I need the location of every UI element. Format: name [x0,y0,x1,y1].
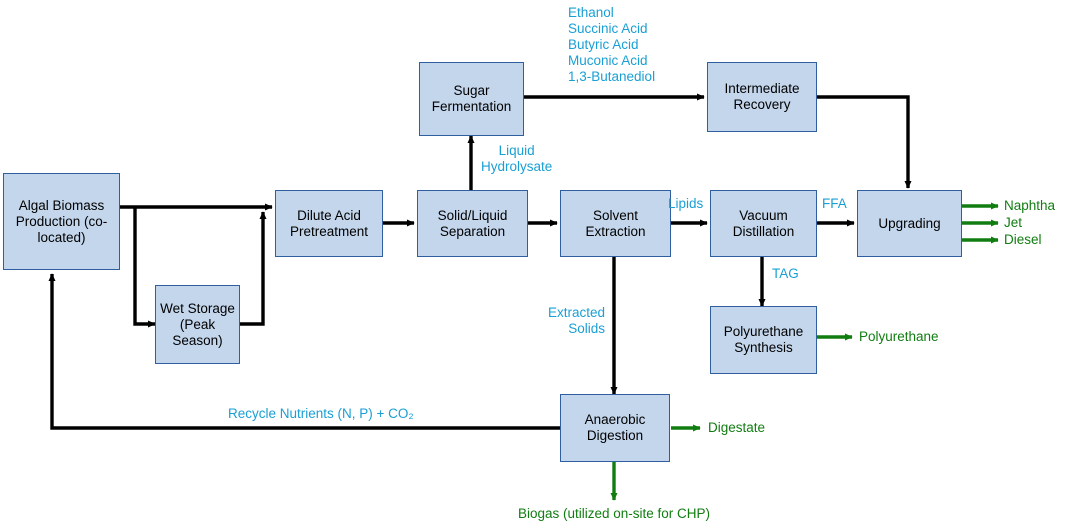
box-dilute-acid-pretreatment[interactable]: Dilute Acid Pretreatment [275,190,383,257]
box-solid-liquid-separation[interactable]: Solid/Liquid Separation [417,190,528,257]
box-label: Sugar Fermentation [431,83,512,114]
label-product-jet: Jet [1004,215,1023,230]
label-extracted-solids: Extracted Solids [547,305,605,336]
box-label: Upgrading [878,215,941,231]
connector-recovery-to-upgrading [817,95,912,189]
box-vacuum-distillation[interactable]: Vacuum Distillation [710,190,817,257]
box-label: Polyurethane Synthesis [723,324,804,355]
box-wet-storage[interactable]: Wet Storage (Peak Season) [155,285,240,364]
label-lipids: Lipids [668,196,704,211]
box-algal-biomass-production[interactable]: Algal Biomass Production (co-located) [3,173,120,270]
box-intermediate-recovery[interactable]: Intermediate Recovery [707,62,817,132]
label-tag: TAG [772,266,799,281]
label-recycle-nutrients: Recycle Nutrients (N, P) + CO₂ [228,406,414,421]
label-product-naphtha: Naphtha [1004,198,1056,213]
connector-wetstorage-to-pretreatment [240,211,267,326]
box-anaerobic-digestion[interactable]: Anaerobic Digestion [560,394,670,462]
box-label: Wet Storage (Peak Season) [160,300,235,348]
label-ffa: FFA [822,196,847,211]
label-liquid-hydrolysate: Liquid Hydrolysate [481,143,553,174]
box-label: Anaerobic Digestion [584,412,646,443]
box-label: Vacuum Distillation [732,207,795,239]
box-label: Intermediate Recovery [724,81,800,112]
box-upgrading[interactable]: Upgrading [857,190,962,257]
process-connectors [48,93,912,430]
box-label: Dilute Acid Pretreatment [289,207,369,239]
label-fermentation-products: Ethanol Succinic Acid Butyric Acid Mucon… [568,5,656,84]
label-product-biogas: Biogas (utilized on-site for CHP) [517,506,711,521]
box-solvent-extraction[interactable]: Solvent Extraction [560,190,671,257]
box-label: Algal Biomass Production (co-located) [15,197,108,245]
label-product-digestate: Digestate [708,420,766,435]
box-polyurethane-synthesis[interactable]: Polyurethane Synthesis [710,306,817,374]
product-connectors [610,202,999,501]
box-sugar-fermentation[interactable]: Sugar Fermentation [419,62,524,136]
label-product-polyurethane: Polyurethane [859,329,939,344]
connector-digestion-recycle-to-biomass [48,273,614,430]
box-label: Solvent Extraction [585,207,646,239]
box-label: Solid/Liquid Separation [437,207,508,239]
label-product-diesel: Diesel [1004,232,1042,247]
connector-biomass-to-wetstorage [133,207,156,328]
